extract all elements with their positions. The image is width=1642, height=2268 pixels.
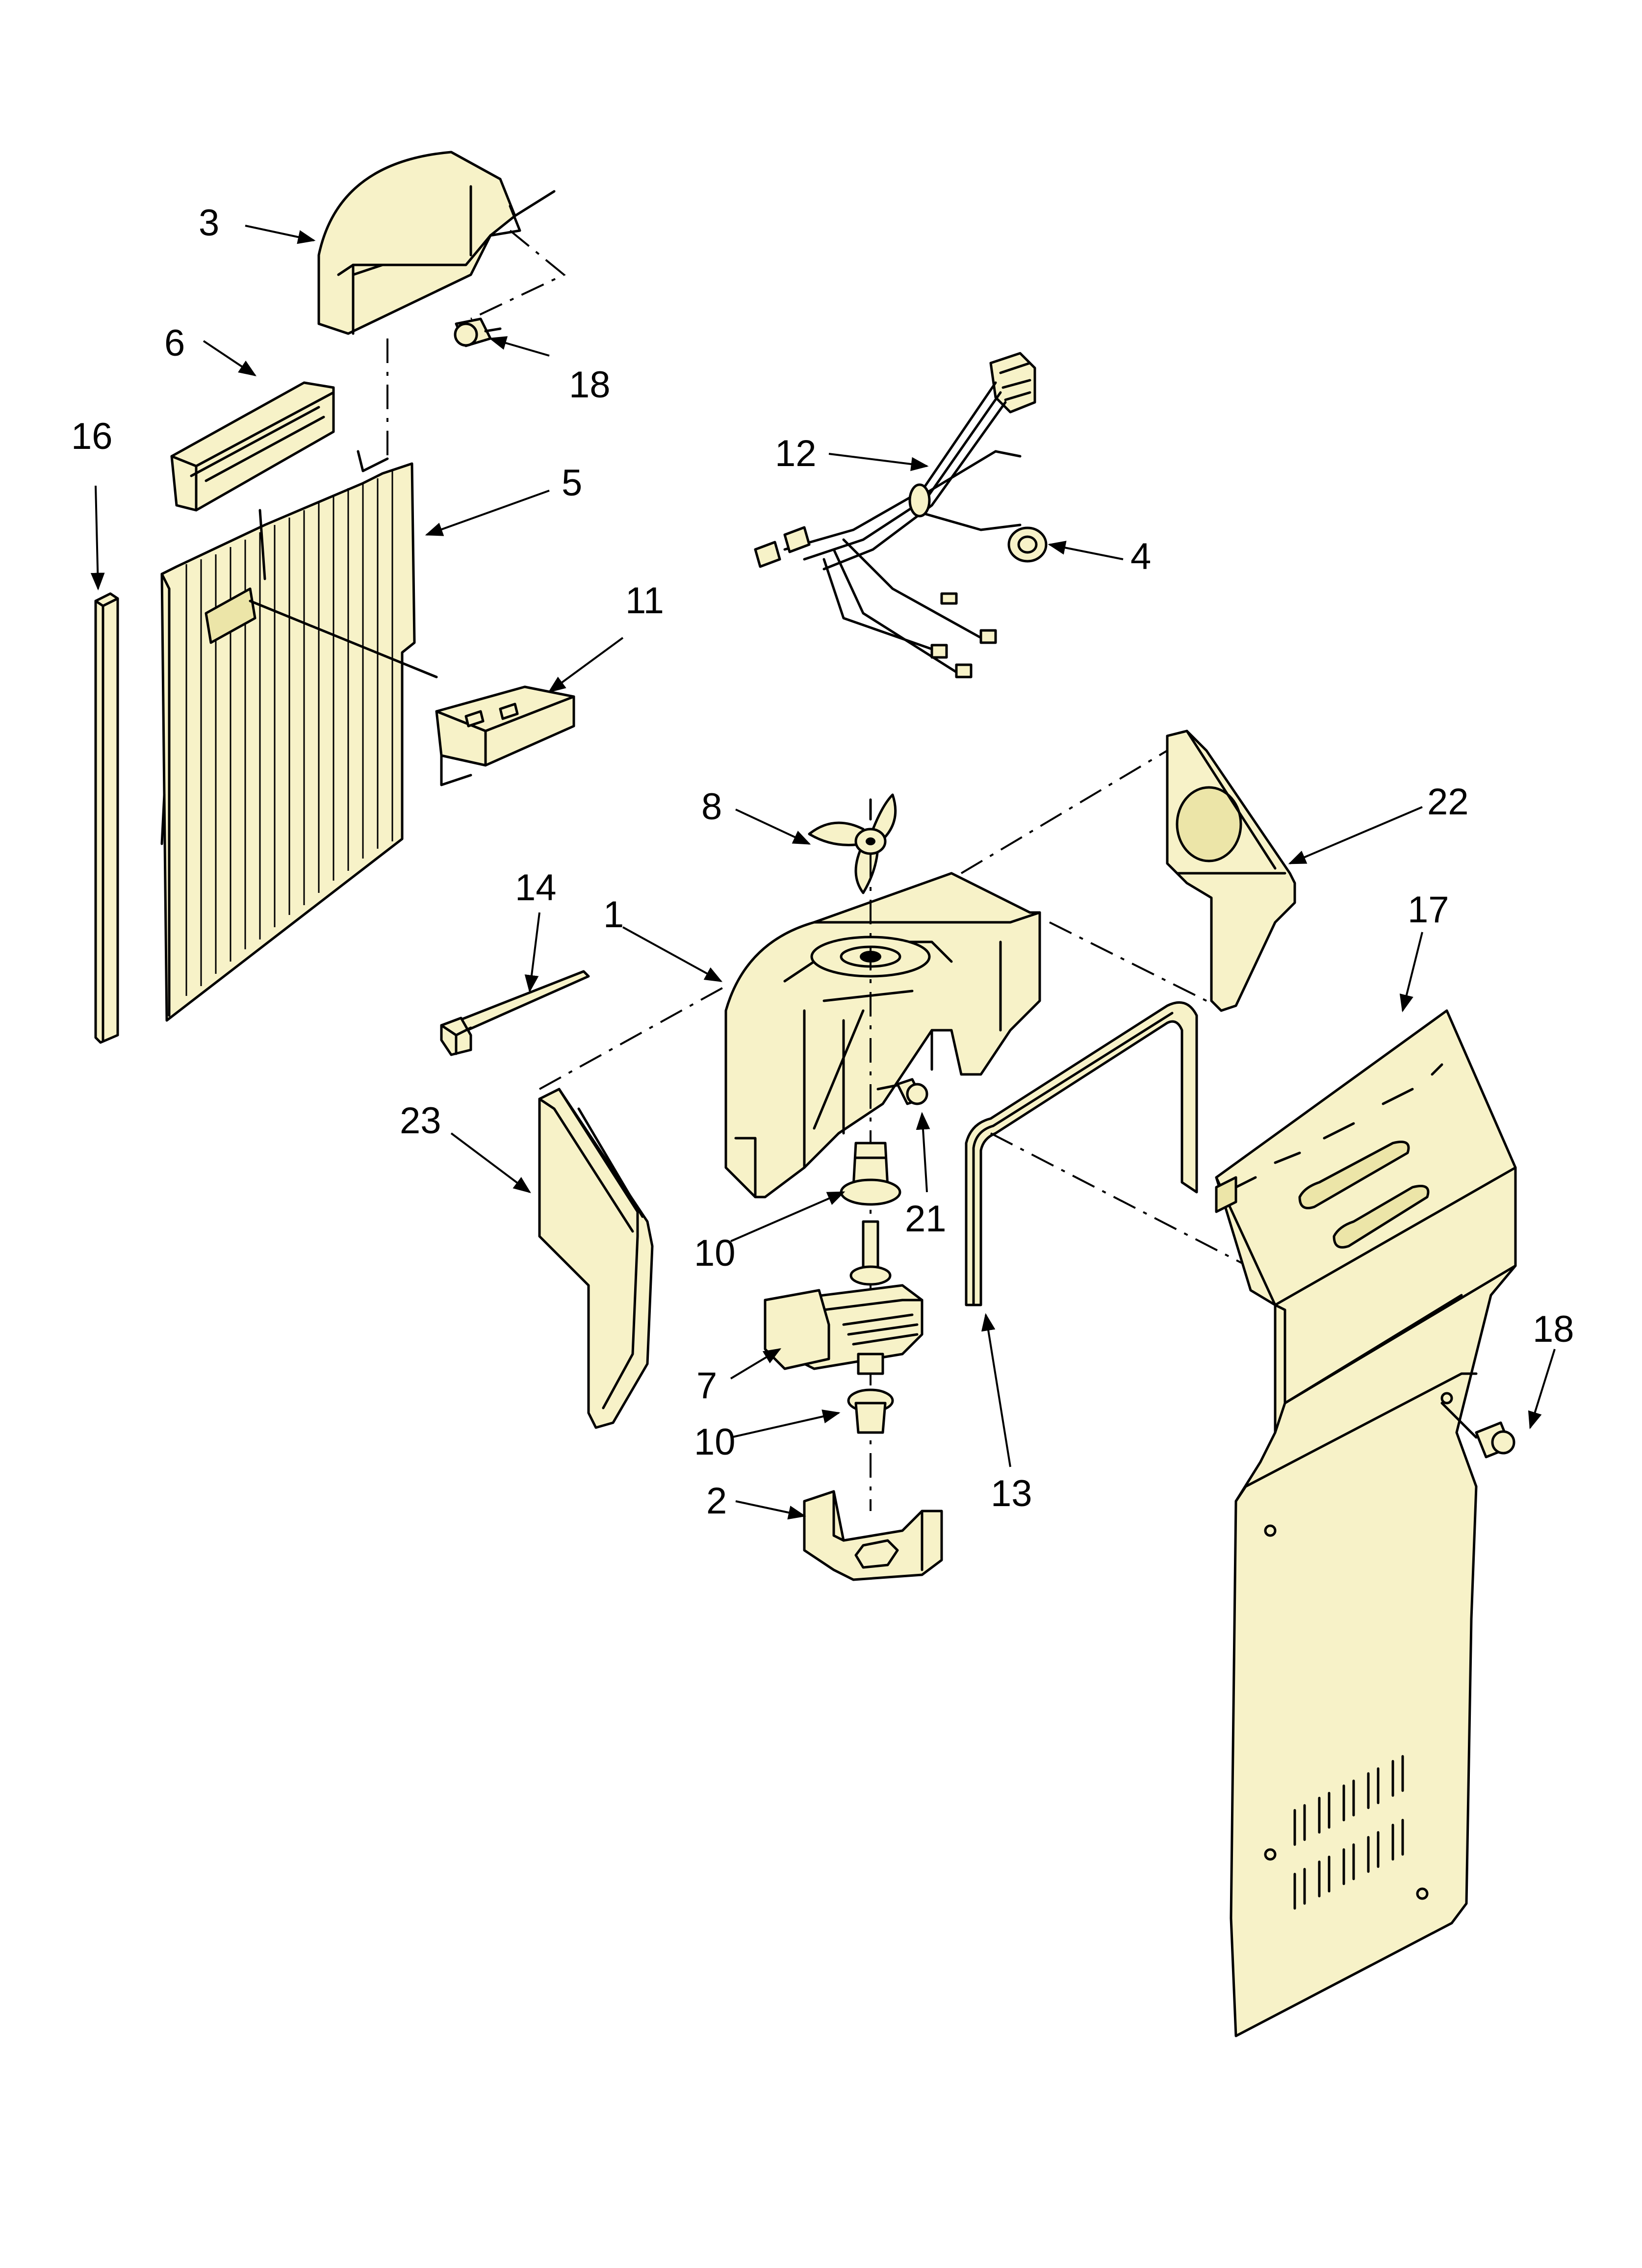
callout-18-top: 18 — [569, 364, 611, 406]
part-14-cable-tie[interactable] — [440, 970, 590, 1056]
callout-labels: 3 18 6 16 5 11 12 4 8 22 14 1 17 23 10 2… — [71, 202, 1574, 1522]
callout-3: 3 — [199, 202, 219, 244]
part-21-screw[interactable] — [876, 1078, 928, 1105]
part-18-screw-top[interactable] — [454, 317, 502, 347]
part-22-side-panel[interactable] — [1166, 730, 1296, 1012]
part-13-gasket[interactable] — [965, 1001, 1198, 1306]
callout-2: 2 — [706, 1480, 727, 1522]
callout-1: 1 — [603, 894, 624, 936]
assembly-line — [990, 1132, 1285, 1286]
leader-lines — [90, 225, 1556, 1520]
callout-5: 5 — [562, 462, 582, 504]
callout-22: 22 — [1427, 781, 1469, 823]
part-11-bracket[interactable] — [435, 685, 575, 786]
callout-10-lower: 10 — [694, 1421, 736, 1463]
part-7-fan-motor[interactable] — [764, 1220, 924, 1375]
part-10-grommet-upper[interactable] — [840, 1142, 901, 1206]
callout-18-right: 18 — [1533, 1308, 1574, 1350]
callout-13: 13 — [991, 1473, 1032, 1514]
part-8-fan-blade[interactable] — [808, 793, 897, 894]
part-12-wire-harness[interactable] — [754, 352, 1036, 678]
callout-14: 14 — [515, 867, 557, 909]
callout-17: 17 — [1408, 889, 1449, 931]
part-17-rear-cover[interactable] — [1215, 1009, 1517, 2037]
callout-12: 12 — [775, 433, 817, 474]
assembly-line — [1049, 921, 1207, 1002]
assembly-line — [470, 230, 566, 320]
part-4-plug[interactable] — [1007, 526, 1048, 563]
part-5-evaporator-cover[interactable] — [160, 450, 416, 1022]
part-18-screw-right[interactable] — [1440, 1402, 1515, 1459]
callout-16: 16 — [71, 416, 113, 457]
assembly-line — [249, 600, 438, 678]
callout-21: 21 — [905, 1198, 947, 1240]
part-16-strip[interactable] — [94, 592, 119, 1044]
callout-10-upper: 10 — [694, 1232, 736, 1274]
callout-23: 23 — [400, 1100, 441, 1142]
callout-11: 11 — [625, 580, 664, 622]
callout-8: 8 — [701, 786, 722, 828]
callout-6: 6 — [164, 322, 185, 364]
part-6-bracket[interactable] — [170, 381, 335, 512]
part-1-fan-shroud[interactable] — [724, 872, 1041, 1199]
callout-4: 4 — [1130, 536, 1151, 577]
part-2-motor-bracket[interactable] — [803, 1490, 943, 1581]
part-3-air-duct[interactable] — [317, 151, 556, 335]
assembly-line — [539, 985, 726, 1090]
part-10-grommet-lower[interactable] — [847, 1388, 894, 1434]
callout-7: 7 — [696, 1365, 717, 1407]
vent-slots — [1293, 1755, 1404, 1910]
part-23-side-panel[interactable] — [538, 1088, 654, 1429]
assembly-line — [960, 750, 1168, 874]
